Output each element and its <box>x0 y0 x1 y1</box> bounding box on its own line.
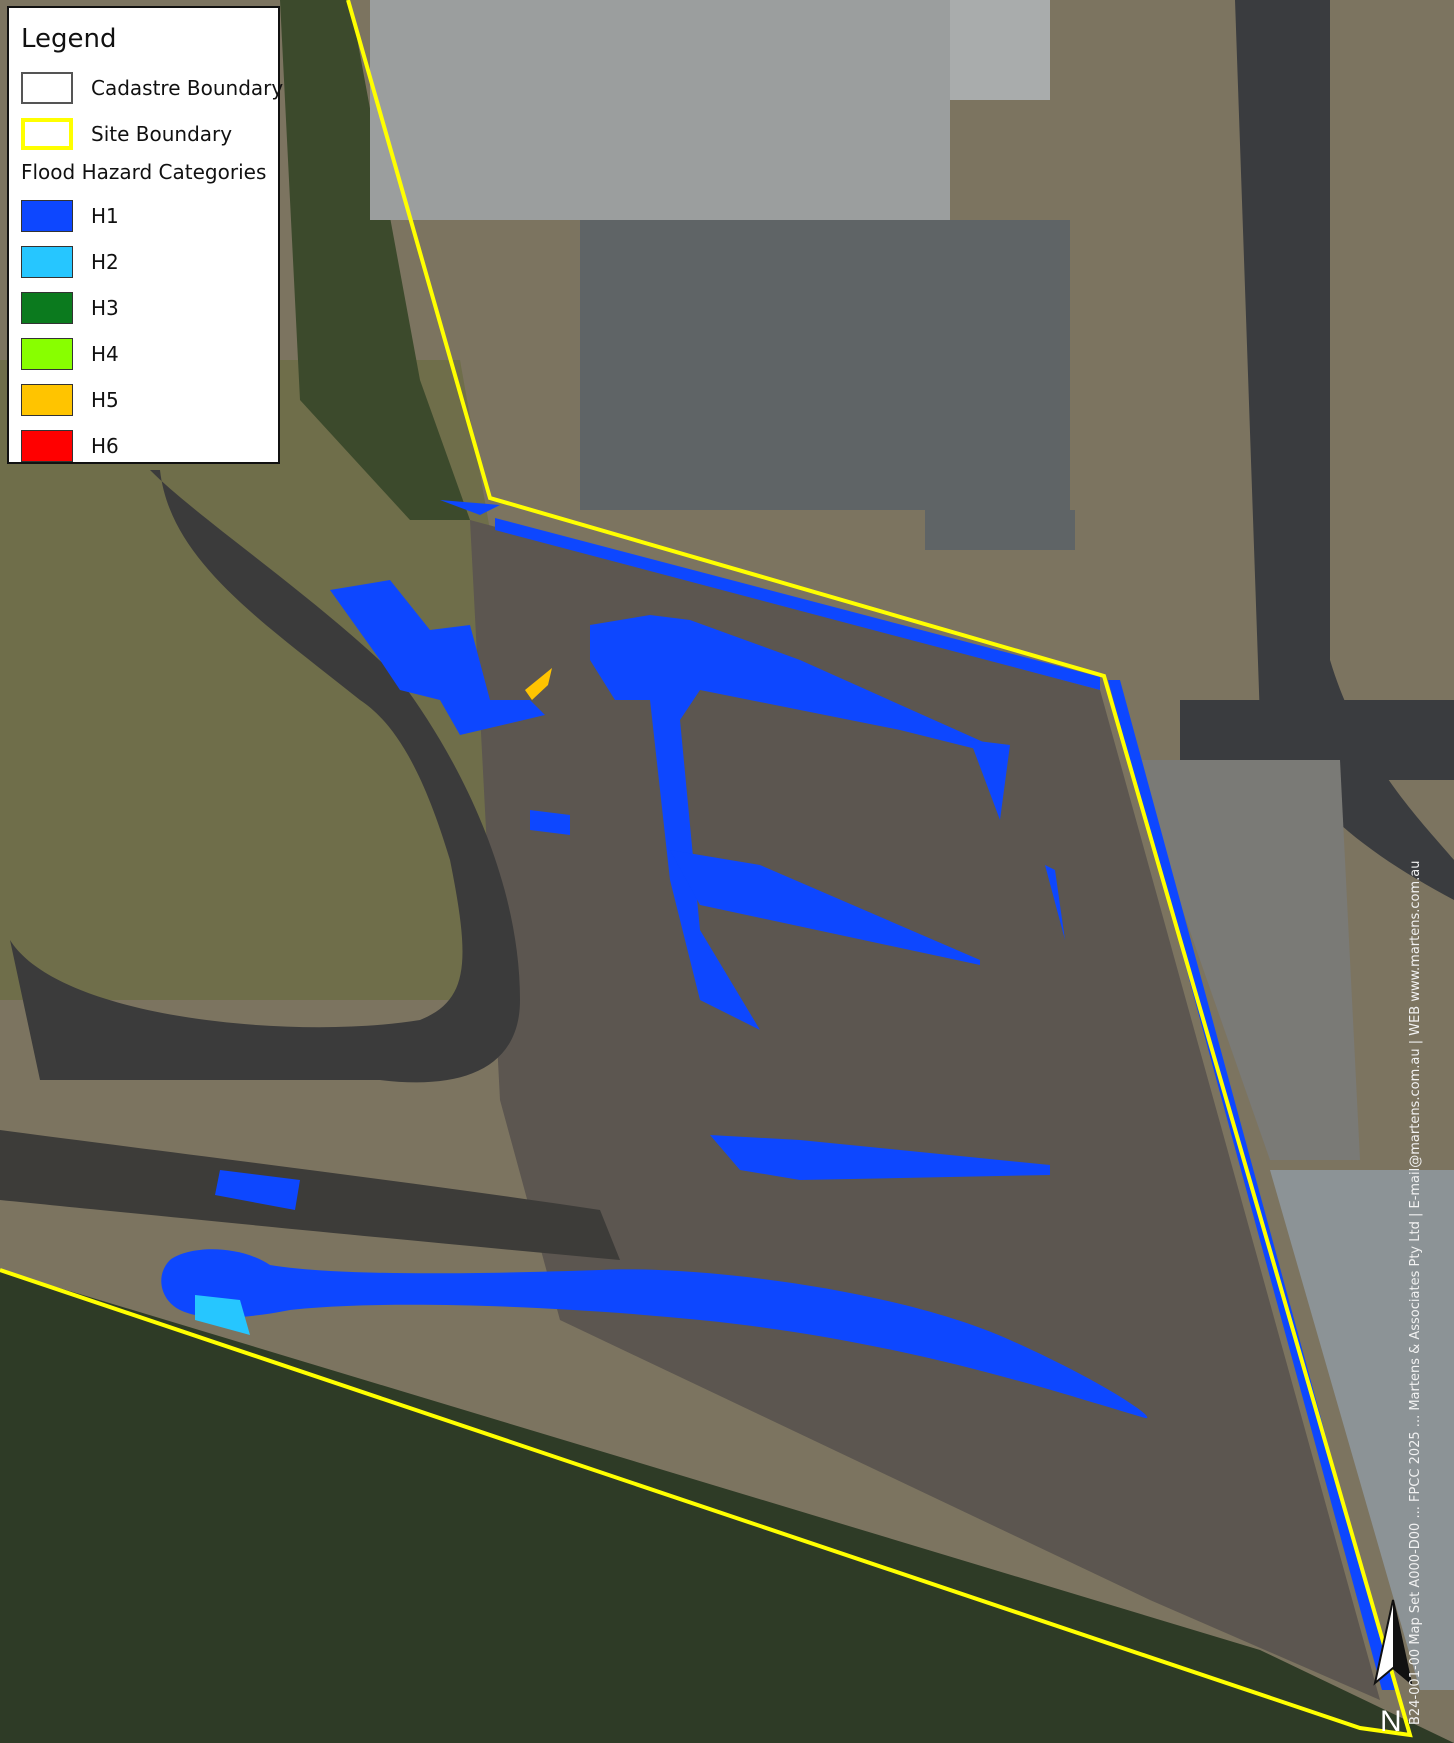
legend-item-cadastre: Cadastre Boundary <box>21 72 283 106</box>
legend-panel: Legend Cadastre Boundary Site Boundary F… <box>7 6 283 464</box>
site-boundary <box>0 0 1413 1738</box>
legend-label: H1 <box>91 204 119 228</box>
legend-label: Site Boundary <box>91 122 233 146</box>
h6-swatch <box>21 430 73 462</box>
map-credit-text: B24-001-00 Map Set A000-D00 ... FPCC 202… <box>1408 860 1423 1725</box>
site-swatch <box>21 118 73 150</box>
h4-swatch <box>21 338 73 370</box>
legend-label: H6 <box>91 434 119 458</box>
road-south <box>0 1130 620 1260</box>
legend-label: H4 <box>91 342 119 366</box>
carpark-east <box>1130 760 1360 1160</box>
flood-hazard-h2 <box>195 1295 250 1335</box>
legend-item-site: Site Boundary <box>21 118 276 152</box>
cadastre-swatch <box>21 72 73 104</box>
legend-label: H5 <box>91 388 119 412</box>
building-main <box>580 220 1070 510</box>
legend-item-h2: H2 <box>21 246 276 280</box>
forest <box>0 1270 1454 1743</box>
building-annex <box>950 0 1050 100</box>
h3-swatch <box>21 292 73 324</box>
h5-swatch <box>21 384 73 416</box>
legend-item-h4: H4 <box>21 338 276 372</box>
legend-item-h3: H3 <box>21 292 276 326</box>
north-arrow-icon <box>1373 1599 1413 1686</box>
building-north <box>370 0 950 220</box>
legend-item-h1: H1 <box>21 200 276 234</box>
road-east <box>1235 0 1454 900</box>
legend-item-h5: H5 <box>21 384 276 418</box>
kart-track <box>10 470 520 1083</box>
h1-swatch <box>21 200 73 232</box>
legend-item-h6: H6 <box>21 430 276 464</box>
north-label: N <box>1380 1705 1402 1738</box>
h2-swatch <box>21 246 73 278</box>
hazard-heading: Flood Hazard Categories <box>21 160 267 184</box>
vegetation-strip <box>280 0 470 520</box>
gravel-site <box>470 520 1380 1700</box>
legend-label: H3 <box>91 296 119 320</box>
legend-title: Legend <box>21 24 117 54</box>
building-main-ext <box>925 510 1075 550</box>
legend-label: Cadastre Boundary <box>91 76 284 100</box>
warehouse-southeast <box>1270 1170 1454 1690</box>
flood-hazard-h5 <box>525 668 552 700</box>
legend-label: H2 <box>91 250 119 274</box>
